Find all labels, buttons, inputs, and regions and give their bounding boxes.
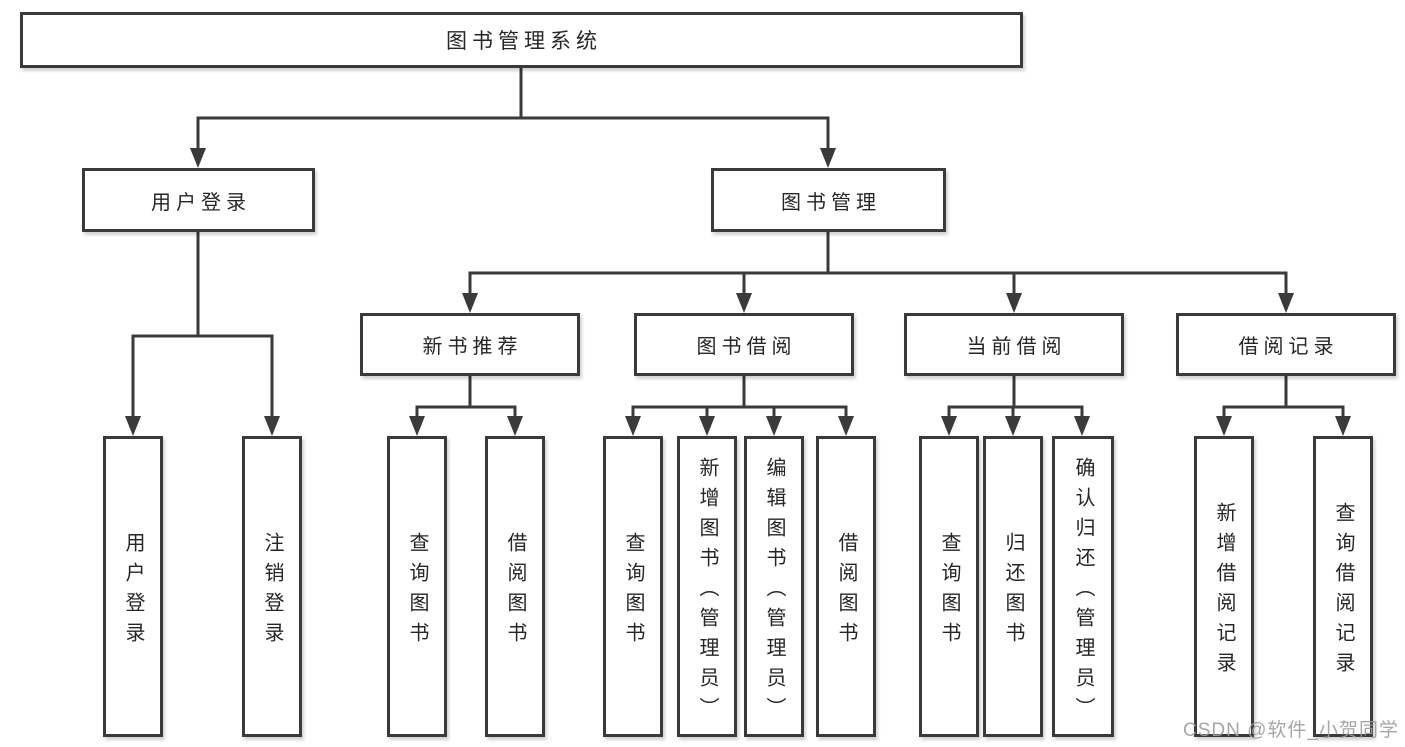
leaf-edit-book-admin-label: 编辑图书（管理员） — [763, 456, 785, 727]
leaf-borrow-books-label: 借阅图书 — [835, 531, 857, 652]
leaf-query-borrow-record: 查询借阅记录 — [1313, 436, 1373, 737]
leaf-add-borrow-record-label: 新增借阅记录 — [1213, 501, 1235, 682]
node-borrow-records-label: 借阅记录 — [1238, 336, 1339, 358]
connector-root-to-level2 — [190, 68, 836, 168]
leaf-add-book-admin: 新增图书（管理员） — [677, 436, 737, 737]
leaf-query-books-borrow: 查询图书 — [603, 436, 663, 737]
leaf-confirm-return-admin-label: 确认归还（管理员） — [1072, 456, 1094, 727]
node-borrow-records: 借阅记录 — [1176, 313, 1396, 376]
connector-user-to-leaves — [125, 232, 280, 436]
node-new-book-recommend-label: 新书推荐 — [422, 336, 523, 358]
csdn-watermark: CSDN @软件_小贺同学 — [1183, 720, 1399, 741]
leaf-logout: 注销登录 — [242, 436, 302, 737]
leaf-add-book-admin-label: 新增图书（管理员） — [696, 456, 718, 727]
node-root-system: 图书管理系统 — [20, 12, 1023, 68]
connector-recommend-to-leaves — [409, 376, 523, 436]
connector-records-to-leaves — [1216, 376, 1351, 436]
leaf-borrow-books-recommend: 借阅图书 — [485, 436, 545, 737]
node-root-system-label: 图书管理系统 — [446, 30, 602, 53]
leaf-user-login-label: 用户登录 — [122, 531, 144, 652]
leaf-query-books-recommend: 查询图书 — [387, 436, 447, 737]
leaf-add-borrow-record: 新增借阅记录 — [1194, 436, 1254, 737]
connector-borrow-to-leaves — [625, 376, 854, 436]
leaf-query-books-current-label: 查询图书 — [938, 531, 960, 652]
node-book-borrow-label: 图书借阅 — [696, 336, 797, 358]
leaf-confirm-return-admin: 确认归还（管理员） — [1052, 436, 1114, 737]
node-new-book-recommend: 新书推荐 — [360, 313, 580, 376]
node-current-borrow: 当前借阅 — [904, 313, 1124, 376]
node-book-management: 图书管理 — [711, 168, 946, 232]
connector-current-to-leaves — [941, 376, 1090, 436]
leaf-user-login: 用户登录 — [103, 436, 163, 737]
node-user-login: 用户登录 — [82, 168, 315, 232]
leaf-return-book: 归还图书 — [983, 436, 1043, 737]
node-book-management-label: 图书管理 — [781, 191, 881, 214]
node-book-borrow: 图书借阅 — [634, 313, 854, 376]
leaf-borrow-books: 借阅图书 — [816, 436, 876, 737]
leaf-query-books-recommend-label: 查询图书 — [406, 531, 428, 652]
leaf-query-borrow-record-label: 查询借阅记录 — [1332, 501, 1354, 682]
leaf-edit-book-admin: 编辑图书（管理员） — [744, 436, 804, 737]
leaf-return-book-label: 归还图书 — [1002, 531, 1024, 652]
leaf-borrow-books-recommend-label: 借阅图书 — [504, 531, 526, 652]
node-user-login-label: 用户登录 — [151, 191, 251, 214]
node-current-borrow-label: 当前借阅 — [966, 336, 1067, 358]
leaf-query-books-borrow-label: 查询图书 — [622, 531, 644, 652]
connector-mgmt-to-level3 — [462, 232, 1294, 313]
leaf-query-books-current: 查询图书 — [919, 436, 979, 737]
leaf-logout-label: 注销登录 — [261, 531, 283, 652]
